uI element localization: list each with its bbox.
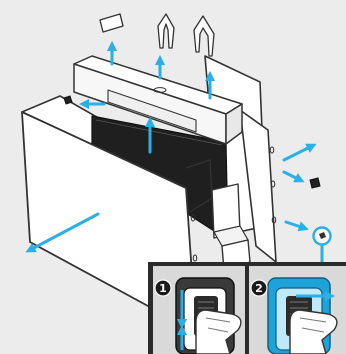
arrow-right-slot	[286, 222, 304, 228]
foam-piece-right	[310, 178, 320, 188]
step-badge-1: 1	[155, 280, 171, 296]
step-1-illustration	[176, 278, 241, 354]
foam-piece-left	[64, 96, 72, 104]
accessory-block	[100, 14, 123, 32]
flap-slot	[270, 147, 274, 153]
clip-callout	[314, 228, 331, 245]
arrow-right-flap	[284, 146, 312, 160]
step-number-1: 1	[159, 282, 167, 295]
hook-left	[158, 14, 174, 48]
arrow-right-piece	[284, 172, 300, 180]
step-badge-2: 2	[251, 280, 267, 296]
step-number-2: 2	[255, 282, 263, 295]
hook-right	[194, 16, 214, 56]
step-2-illustration	[268, 278, 337, 354]
front-slot	[193, 255, 197, 261]
